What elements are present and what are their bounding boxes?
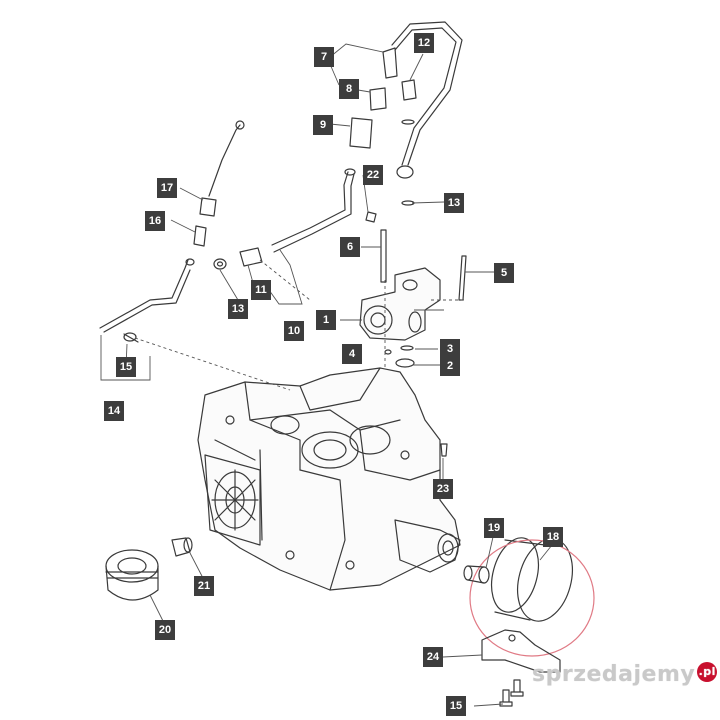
callout-23: 23 bbox=[433, 479, 453, 499]
callout-15-lower: 15 bbox=[446, 696, 466, 716]
cooling-fan bbox=[204, 454, 261, 546]
o-ring bbox=[384, 349, 392, 355]
callout-16: 16 bbox=[145, 211, 165, 231]
callout-13-lower: 13 bbox=[228, 299, 248, 319]
watermark-text: sprzedajemy bbox=[532, 662, 696, 687]
oil-filter bbox=[105, 549, 159, 601]
bolt bbox=[365, 211, 377, 223]
callout-13-upper: 13 bbox=[444, 193, 464, 213]
bolt bbox=[458, 255, 467, 301]
callout-14: 14 bbox=[104, 401, 124, 421]
callout-18: 18 bbox=[543, 527, 563, 547]
callout-7: 7 bbox=[314, 47, 334, 67]
callout-9: 9 bbox=[313, 115, 333, 135]
callout-3: 3 bbox=[440, 339, 460, 359]
callout-8: 8 bbox=[339, 79, 359, 99]
bolt bbox=[380, 229, 387, 283]
callout-19: 19 bbox=[484, 518, 504, 538]
hose bbox=[271, 168, 356, 253]
watermark-badge: .pl bbox=[697, 662, 718, 682]
return-pipe bbox=[391, 21, 463, 179]
bracket-bolt bbox=[510, 679, 524, 697]
callout-4: 4 bbox=[342, 344, 362, 364]
upper-fittings bbox=[349, 47, 398, 149]
callout-17: 17 bbox=[157, 178, 177, 198]
callout-2: 2 bbox=[440, 356, 460, 376]
filter-fitting bbox=[463, 565, 490, 584]
washer bbox=[395, 358, 415, 368]
callout-11: 11 bbox=[251, 280, 271, 300]
highlight-ring bbox=[469, 539, 595, 657]
fitting-and-washer bbox=[213, 247, 263, 270]
oil-sender bbox=[193, 120, 245, 247]
callout-12: 12 bbox=[414, 33, 434, 53]
callout-22: 22 bbox=[363, 165, 383, 185]
o-ring bbox=[401, 119, 415, 125]
oil-pipe bbox=[99, 258, 195, 343]
watermark-logo: sprzedajemy.pl bbox=[532, 662, 718, 687]
o-ring bbox=[400, 345, 414, 351]
callout-21: 21 bbox=[194, 576, 214, 596]
filter-element bbox=[490, 537, 573, 622]
callout-10: 10 bbox=[284, 321, 304, 341]
filter-adapter bbox=[171, 537, 193, 557]
callout-24: 24 bbox=[423, 647, 443, 667]
callout-20: 20 bbox=[155, 620, 175, 640]
bracket-bolt bbox=[499, 689, 513, 707]
callout-6: 6 bbox=[340, 237, 360, 257]
transmission-housing bbox=[197, 367, 461, 591]
mounting-bracket bbox=[481, 629, 561, 673]
callout-15-upper: 15 bbox=[116, 357, 136, 377]
valve-block bbox=[359, 267, 441, 341]
callout-1: 1 bbox=[316, 310, 336, 330]
screw bbox=[440, 443, 448, 457]
callout-5: 5 bbox=[494, 263, 514, 283]
